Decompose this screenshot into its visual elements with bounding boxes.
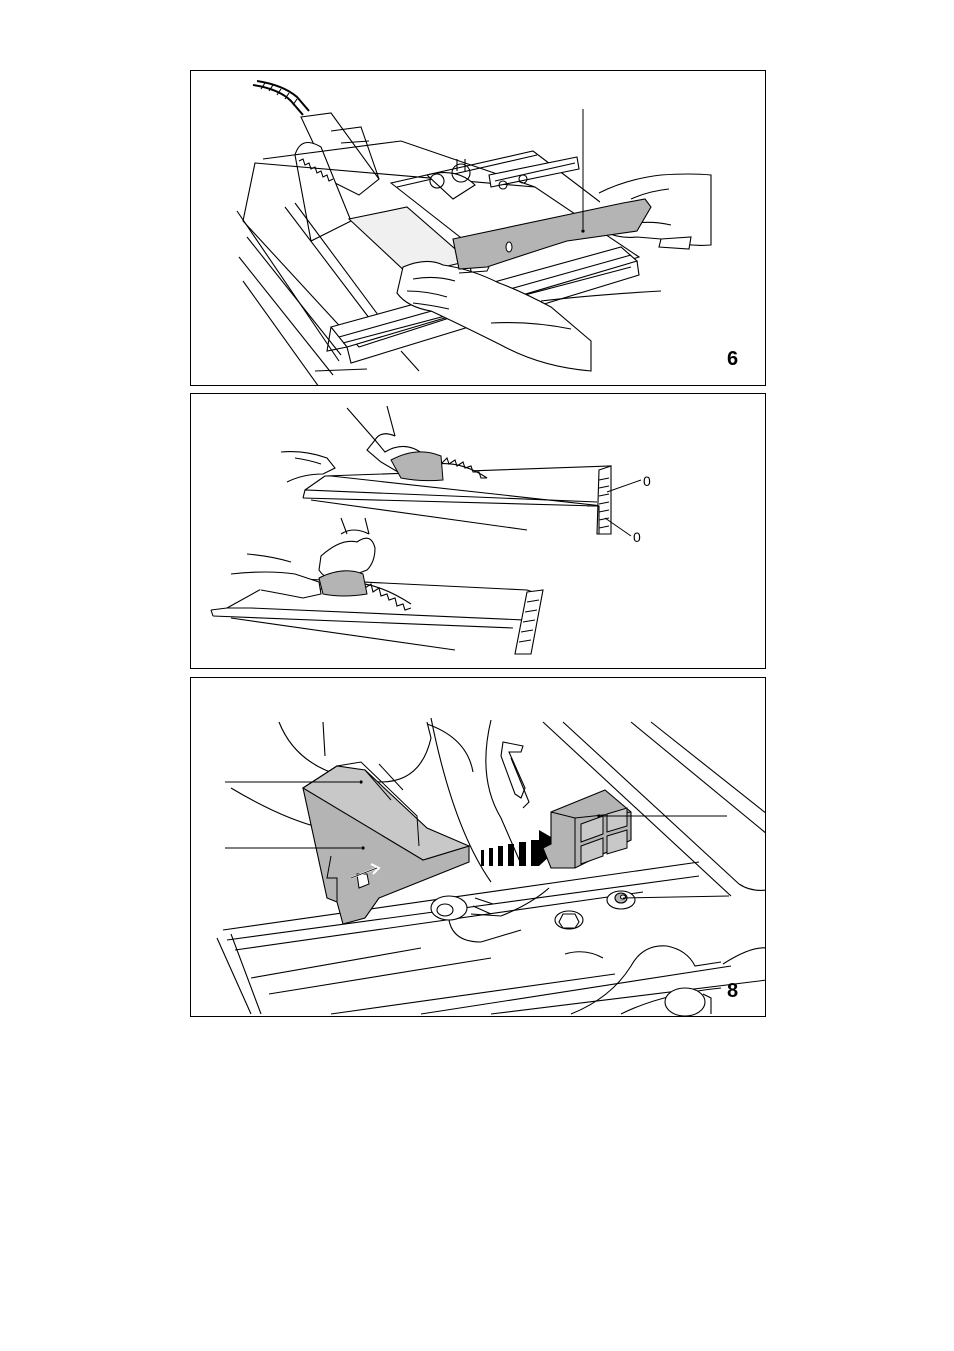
figure-6-illustration xyxy=(191,71,766,386)
figure-8-panel: 8 xyxy=(190,677,766,1017)
figure-6-panel: 6 xyxy=(190,70,766,386)
figure-7-illustration xyxy=(191,394,766,669)
fence-scale-zero-lower: 0 xyxy=(633,530,641,544)
fence-scale-zero-upper: 0 xyxy=(643,474,651,488)
figure-7-panel: 0 0 xyxy=(190,393,766,669)
figure-number: 8 xyxy=(727,981,738,1001)
figure-number: 6 xyxy=(727,349,738,369)
figure-8-illustration xyxy=(191,678,766,1017)
